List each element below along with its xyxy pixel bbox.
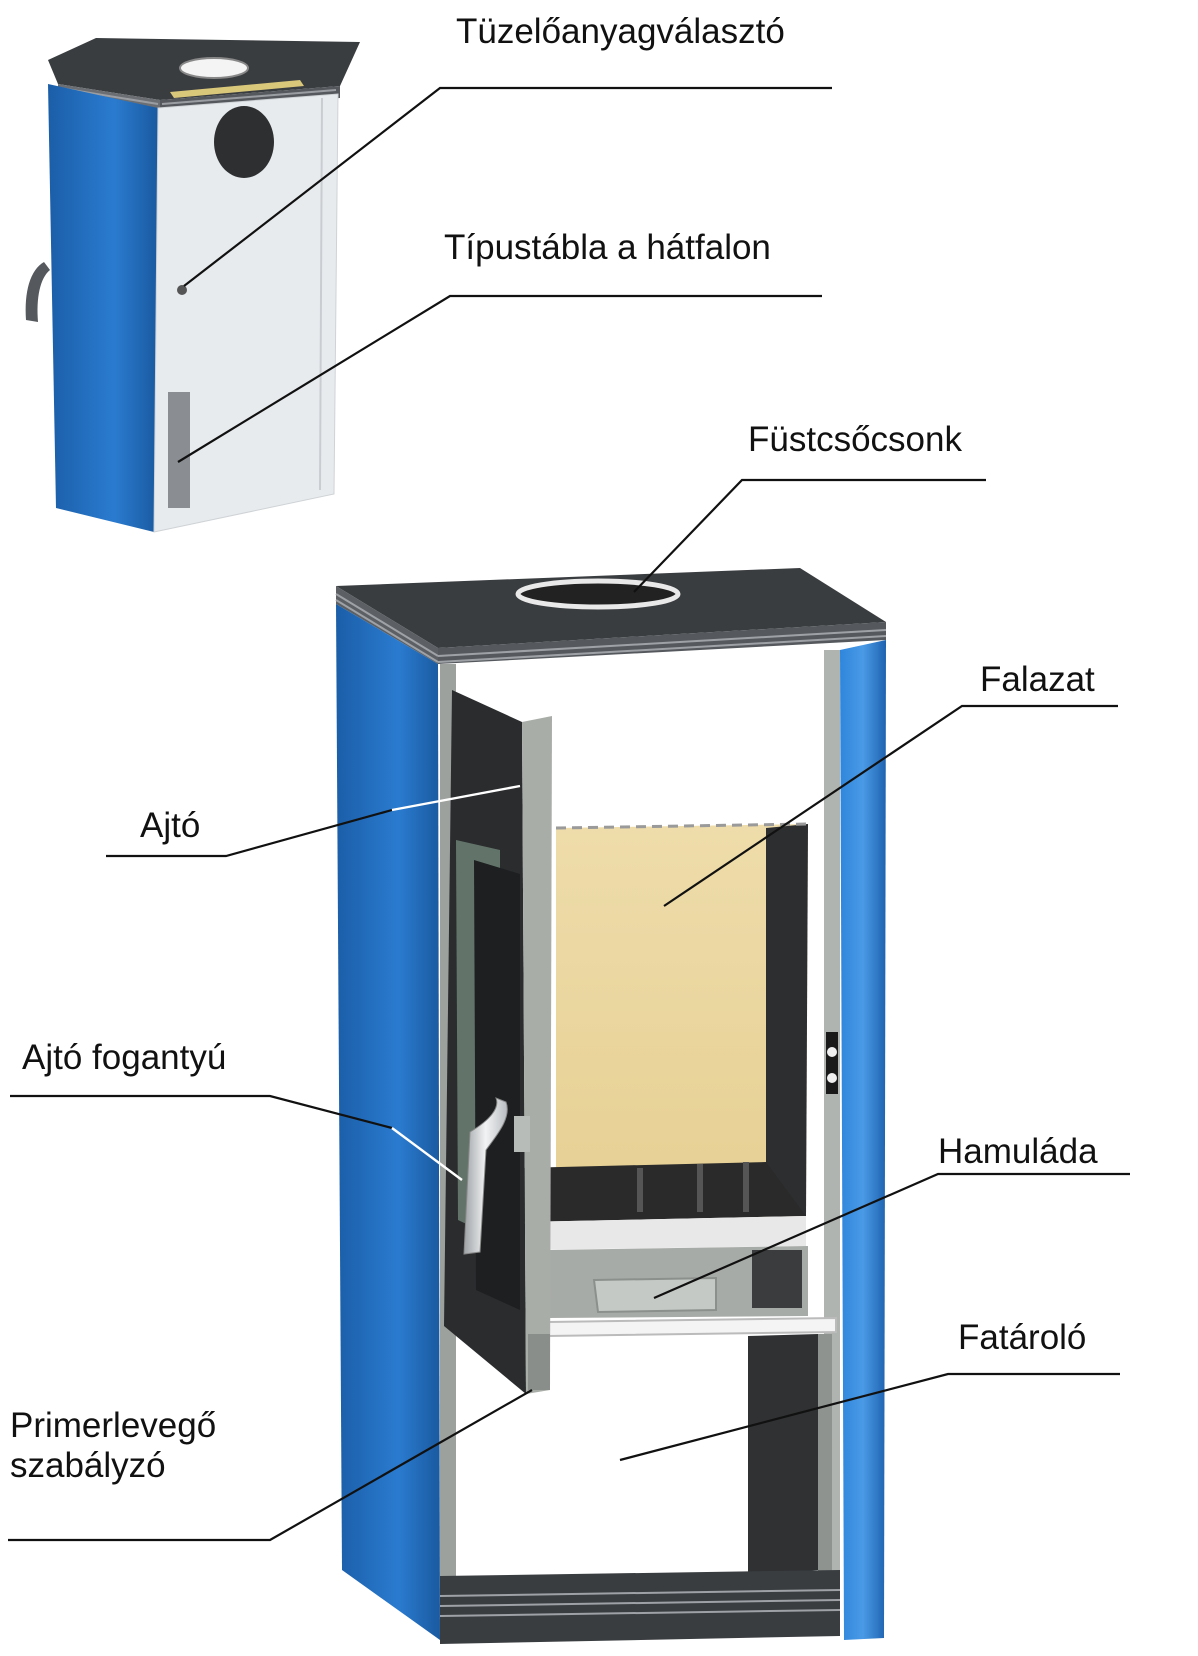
- leader-primary-air: [8, 1389, 533, 1542]
- primary-air-regulator: [528, 1334, 550, 1390]
- door-glass-frame: [474, 860, 520, 1310]
- rear-panel-seam: [319, 97, 323, 491]
- leader-fuel-selector: [183, 86, 832, 287]
- label-fuel-selector: Tüzelőanyagválasztó: [456, 12, 785, 51]
- rear-flue-hole: [214, 106, 274, 178]
- main-top-grooves: [335, 593, 887, 663]
- leader-ash-drawer: [653, 1172, 1130, 1300]
- door-handle-mount: [514, 1116, 530, 1152]
- label-type-plate: Típustábla a hátfalon: [444, 228, 771, 267]
- door-edge: [522, 716, 552, 1394]
- main-bottom-base: [440, 1570, 840, 1644]
- type-plate: [168, 392, 190, 508]
- leader-lines: [8, 86, 1130, 1542]
- ash-drawer-side: [752, 1250, 802, 1308]
- wood-storage-frame: [818, 1334, 832, 1574]
- label-primary-air-line2: szabályzó: [10, 1446, 166, 1486]
- leader-flue-socket: [633, 478, 986, 593]
- front-view-stove: [335, 568, 887, 1644]
- label-door-handle: Ajtó fogantyú: [22, 1038, 227, 1077]
- leader-wood-storage: [619, 1372, 1120, 1462]
- leader-masonry: [663, 704, 1118, 907]
- fuel-selector-lever: [177, 285, 187, 295]
- fire-grate: [520, 1162, 806, 1222]
- leader-door: [106, 808, 393, 858]
- flue-socket-ring: [515, 578, 681, 610]
- rear-blue-side: [48, 84, 158, 532]
- main-blue-side-right: [840, 640, 886, 1640]
- door-handle: [463, 1097, 508, 1255]
- leader-highlights: [391, 784, 521, 1181]
- firebox-right-wall: [766, 824, 808, 1216]
- main-bottom-grooves: [439, 1589, 841, 1617]
- wood-storage-right-wall: [748, 1334, 818, 1576]
- leader-door-handle: [10, 1094, 393, 1130]
- label-door: Ajtó: [140, 806, 201, 845]
- label-ash-drawer: Hamuláda: [938, 1132, 1098, 1171]
- masonry-wall: [556, 824, 808, 1220]
- wood-storage-top: [547, 1316, 837, 1338]
- fuel-selector-slot: [170, 80, 304, 98]
- door-latch: [826, 1032, 838, 1094]
- firebox-top-edge: [555, 822, 809, 830]
- grate-bars: [637, 1162, 749, 1212]
- rear-top-opening: [179, 57, 249, 79]
- ash-drawer: [592, 1276, 717, 1314]
- rear-top-line-2: [161, 89, 337, 105]
- main-blue-side-left: [336, 604, 440, 1640]
- label-primary-air: Primerlevegő szabályzó: [10, 1406, 216, 1487]
- label-wood-storage: Fatároló: [958, 1318, 1087, 1357]
- rear-side-handle: [25, 262, 50, 322]
- label-masonry: Falazat: [980, 660, 1095, 699]
- label-flue-socket: Füstcsőcsonk: [748, 420, 962, 459]
- rear-view-stove: [25, 38, 360, 533]
- leader-type-plate: [177, 294, 822, 463]
- label-primary-air-line1: Primerlevegő: [10, 1406, 217, 1445]
- ash-drawer-top: [520, 1216, 806, 1250]
